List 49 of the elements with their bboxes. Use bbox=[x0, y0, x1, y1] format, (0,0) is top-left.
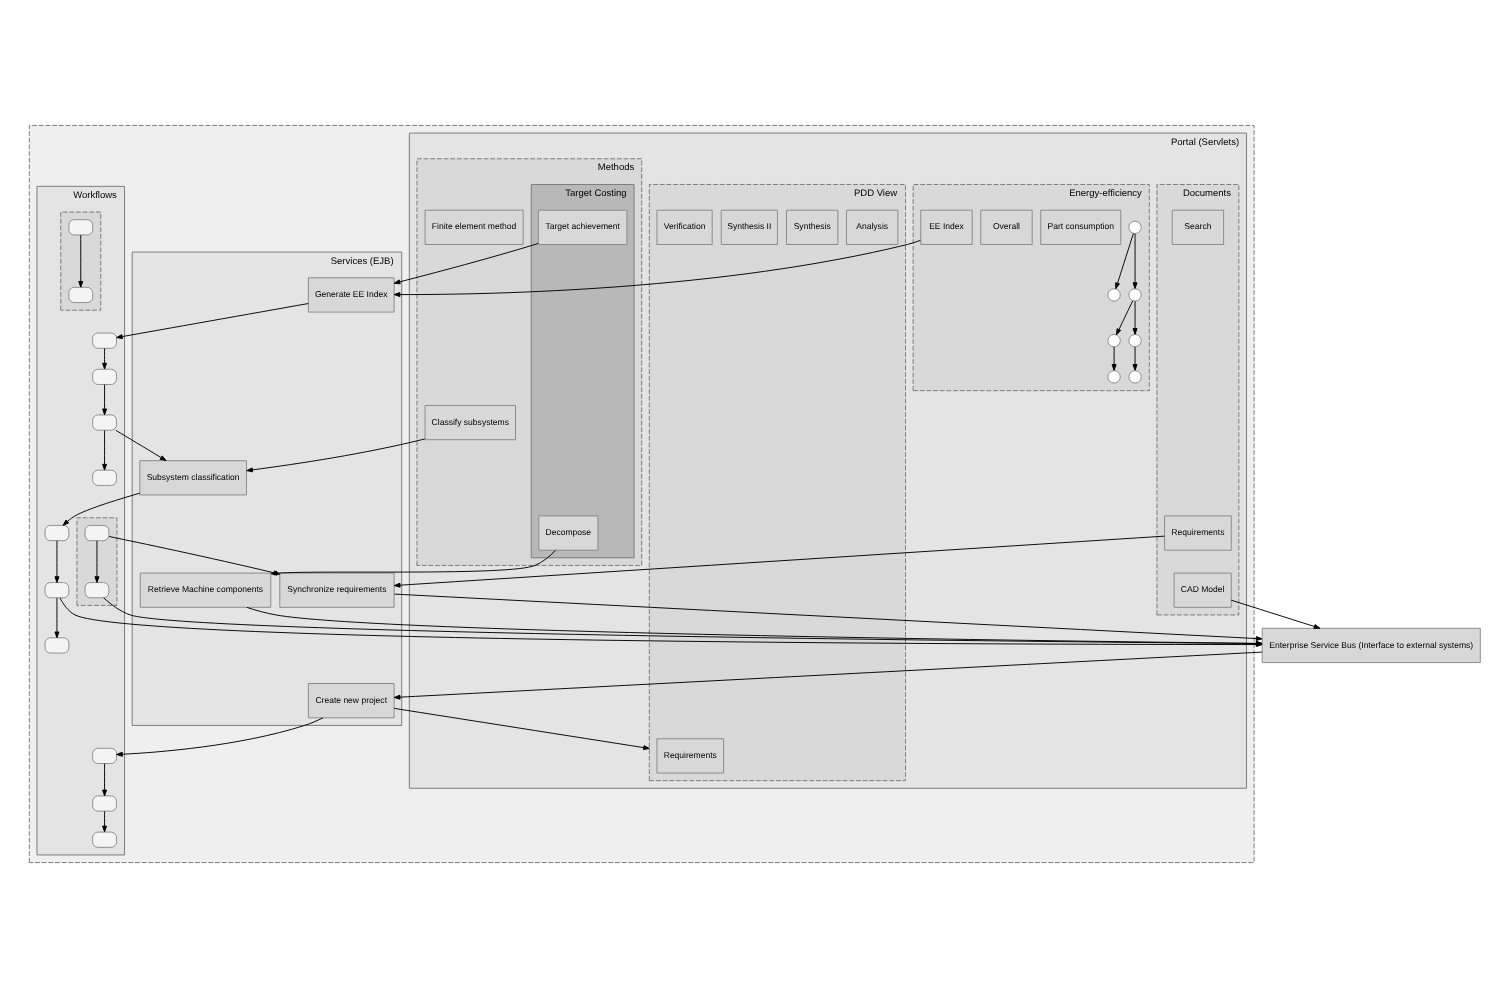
node-box bbox=[44, 523, 70, 541]
arrow bbox=[54, 539, 60, 582]
node-box bbox=[44, 636, 70, 653]
node-circle bbox=[1107, 369, 1121, 383]
arrow bbox=[393, 706, 650, 750]
node-box bbox=[92, 794, 117, 811]
node-box bbox=[84, 581, 110, 598]
node-circle bbox=[1107, 333, 1121, 347]
arrow bbox=[1132, 345, 1138, 370]
node-circle bbox=[1128, 219, 1142, 233]
node-box bbox=[44, 581, 70, 598]
node-circle bbox=[1128, 287, 1142, 301]
arrow bbox=[102, 347, 108, 369]
arrow bbox=[102, 762, 108, 796]
node-circle bbox=[1107, 287, 1121, 301]
arrow bbox=[116, 302, 309, 339]
node-box bbox=[92, 367, 117, 384]
arrow bbox=[54, 596, 60, 638]
node-box bbox=[92, 331, 117, 348]
node-box bbox=[92, 468, 117, 485]
arrow bbox=[393, 650, 1263, 699]
node-circle bbox=[1128, 369, 1142, 383]
node-box bbox=[84, 523, 110, 541]
arrow bbox=[1132, 232, 1138, 288]
node-box bbox=[68, 285, 94, 303]
arrow bbox=[393, 242, 539, 284]
arrow bbox=[115, 428, 167, 461]
arrow bbox=[1116, 299, 1134, 335]
arrow bbox=[116, 716, 324, 756]
cluster bbox=[76, 516, 118, 605]
node-box bbox=[68, 218, 94, 235]
arrow bbox=[393, 592, 1263, 640]
arrow bbox=[1111, 345, 1117, 370]
arrow bbox=[102, 383, 108, 415]
arrow bbox=[393, 534, 1165, 587]
arrow bbox=[1132, 299, 1138, 334]
arrow bbox=[78, 233, 84, 287]
arrow bbox=[102, 809, 108, 832]
arrow bbox=[1230, 598, 1321, 628]
arrow bbox=[94, 539, 100, 582]
node-circle bbox=[1128, 333, 1142, 347]
cluster bbox=[60, 210, 102, 310]
node-box bbox=[92, 413, 117, 430]
node-box bbox=[92, 746, 117, 763]
arrow bbox=[62, 491, 141, 525]
arrow bbox=[102, 429, 108, 470]
arrow bbox=[1115, 231, 1134, 289]
arrow bbox=[393, 238, 921, 297]
node-box bbox=[92, 830, 117, 847]
